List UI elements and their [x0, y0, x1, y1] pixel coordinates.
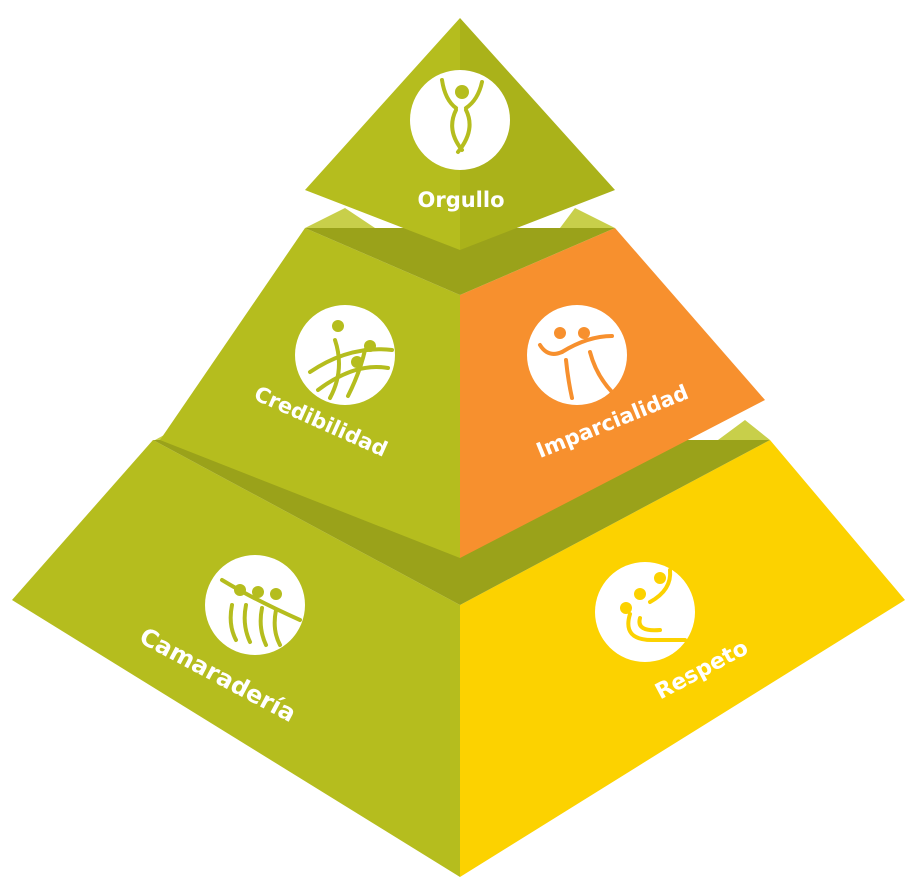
orgullo-face-left	[305, 18, 460, 250]
bottom-connector-right	[718, 420, 770, 440]
orgullo-face-right	[460, 18, 615, 250]
camaraderia-face	[12, 440, 460, 877]
tier-top	[305, 18, 615, 250]
people-supporting-icon	[595, 562, 695, 662]
middle-connector-right	[560, 208, 615, 228]
credibilidad-face	[160, 228, 460, 558]
people-balancing-icon	[527, 305, 627, 405]
middle-tier-shadow	[305, 228, 615, 295]
orgullo-label: Orgullo	[417, 188, 504, 212]
respeto-face	[460, 440, 905, 877]
people-climbing-icon	[295, 305, 395, 405]
person-arms-raised-icon	[410, 70, 510, 170]
people-holding-hands-icon	[205, 555, 305, 655]
middle-connector-left	[305, 208, 375, 228]
